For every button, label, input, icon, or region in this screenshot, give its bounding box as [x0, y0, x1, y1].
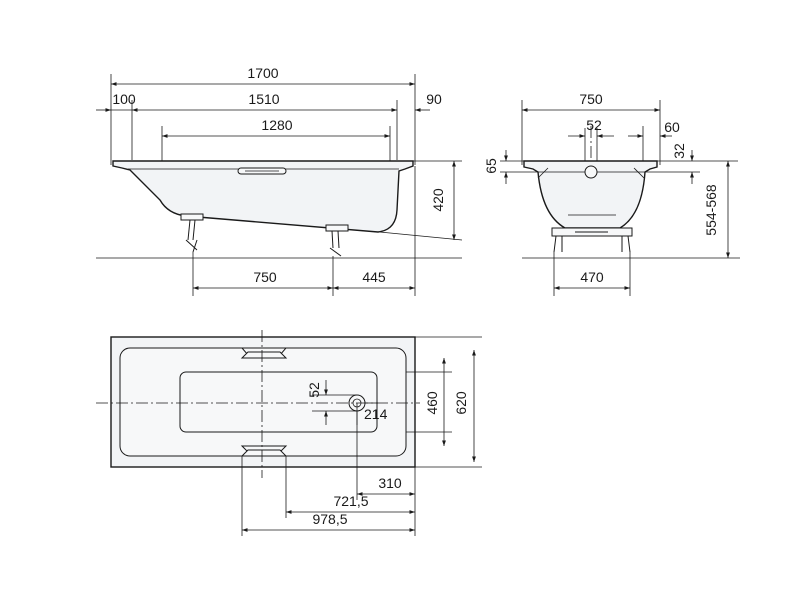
dim-label-inner-length: 1510: [248, 91, 279, 107]
dim-label-721: 721,5: [333, 493, 368, 509]
dim-label-feet-width: 470: [580, 269, 604, 285]
foot-left: [180, 213, 204, 253]
dim-label-rim-width: 60: [664, 119, 680, 135]
dim-label-drain-dia-plan: 52: [306, 382, 322, 398]
dim-label-bottom-length: 1280: [261, 117, 292, 133]
dim-label-depth: 420: [430, 188, 446, 212]
dim-label-978: 978,5: [312, 511, 347, 527]
dim-label-rim-right: 90: [426, 91, 442, 107]
dim-label-inner-width: 460: [424, 391, 440, 415]
dim-label-rim-height: 65: [483, 158, 499, 174]
end-view: 750 52 60: [483, 91, 740, 296]
dim-label-width-overall: 750: [579, 91, 603, 107]
feet-end: [551, 227, 633, 253]
plan-view: 52 214 460 620 310 721,5 978,5: [96, 330, 482, 536]
tub-plan-bottom: [179, 371, 378, 433]
dim-label-drain-dia-end: 52: [586, 117, 602, 133]
dim-label-feet-offset: 445: [362, 269, 386, 285]
dim-label-length-overall: 1700: [247, 65, 278, 81]
dim-label-total-height: 554-568: [703, 184, 719, 236]
dim-label-rim-left: 100: [112, 91, 136, 107]
side-view: 1700 100 1510 90 1280: [96, 65, 463, 296]
handle-bottom: [240, 445, 288, 457]
dim-label-310: 310: [378, 475, 402, 491]
overflow-end: [584, 165, 598, 179]
dim-label-feet-spacing: 750: [253, 269, 277, 285]
foot-right: [325, 224, 349, 257]
dim-label-rim-drop: 32: [671, 143, 687, 159]
dim-label-outer-width: 620: [453, 391, 469, 415]
dim-label-drain-offset: 214: [364, 406, 388, 422]
handle-top: [240, 347, 288, 359]
